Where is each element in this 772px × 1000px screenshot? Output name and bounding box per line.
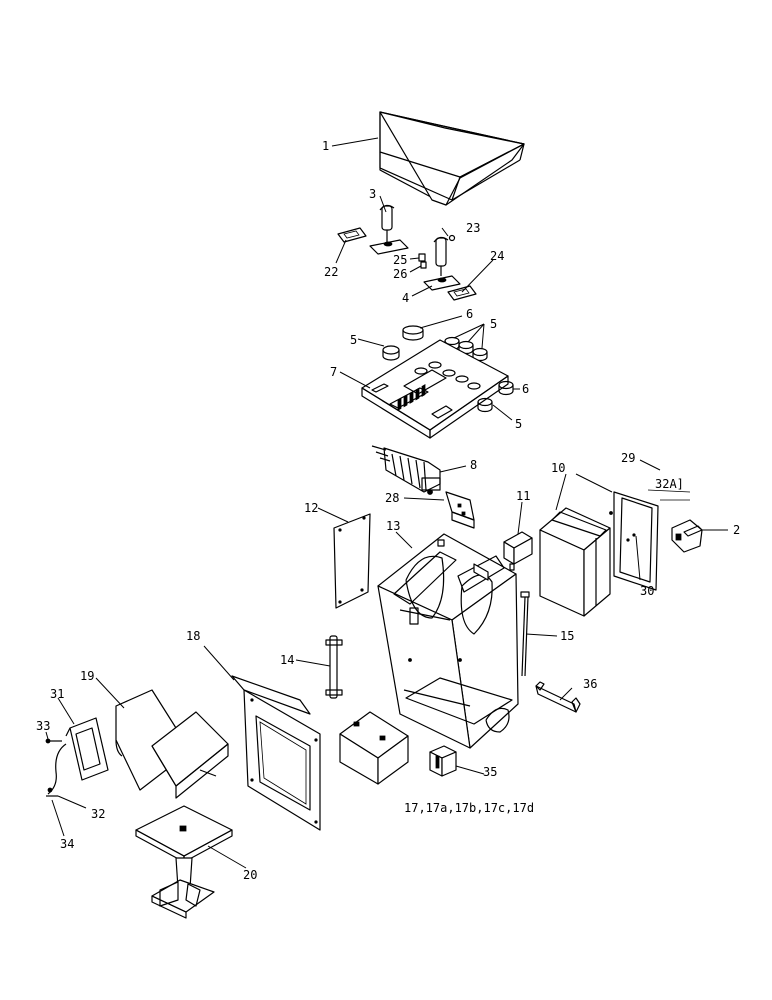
part-15-rod xyxy=(520,591,530,677)
callout-35: 35 xyxy=(483,765,497,779)
callout-22: 22 xyxy=(324,265,338,279)
part-13-console-frame xyxy=(377,533,519,749)
part-20-seat-pedestal xyxy=(135,805,233,919)
callout-12: 12 xyxy=(304,501,318,515)
callout-33: 33 xyxy=(36,719,50,733)
callout-4: 4 xyxy=(402,291,409,305)
callout-15: 15 xyxy=(560,629,574,643)
part-18-rear-panel xyxy=(231,675,321,831)
part-10-electrical-box xyxy=(539,507,611,617)
callout-13: 13 xyxy=(386,519,400,533)
callout-28: 28 xyxy=(385,491,399,505)
callout-10: 10 xyxy=(551,461,565,475)
callout-24: 24 xyxy=(490,249,504,263)
part-22-plate xyxy=(337,227,367,243)
part-8-control-valve xyxy=(371,445,441,495)
callout-29: 29 xyxy=(621,451,635,465)
callout-3: 3 xyxy=(369,187,376,201)
part-32-33-34-hardware xyxy=(45,738,67,797)
part-19-seat xyxy=(115,689,229,799)
part-4-joystick xyxy=(423,236,461,291)
callout-32: 32 xyxy=(91,807,105,821)
part-24-plate xyxy=(447,285,477,301)
callout-20: 20 xyxy=(243,868,257,882)
part-2-work-light xyxy=(671,519,703,553)
part-11-box xyxy=(503,531,533,565)
part-28-bracket xyxy=(445,491,475,529)
part-12-side-panel xyxy=(333,513,371,609)
part-23-25-26-small-parts xyxy=(418,234,456,269)
callout-26: 26 xyxy=(393,267,407,281)
callout-5-left: 5 xyxy=(350,333,357,347)
callout-labels: 1 2 3 4 5 5 5 6 6 7 8 10 11 12 13 14 15 … xyxy=(36,139,740,882)
callout-19: 19 xyxy=(80,669,94,683)
part-31-seat-frame xyxy=(65,717,109,781)
callout-14: 14 xyxy=(280,653,294,667)
part-1-top-cover xyxy=(379,111,525,206)
callout-6-upper: 6 xyxy=(466,307,473,321)
part-14-grab-handle xyxy=(325,635,343,699)
callout-18: 18 xyxy=(186,629,200,643)
part-7-instrument-panel xyxy=(361,339,509,439)
callout-5-lower: 5 xyxy=(515,417,522,431)
callout-34: 34 xyxy=(60,837,74,851)
callout-6-lower: 6 xyxy=(522,382,529,396)
leader-lines xyxy=(45,137,728,869)
callout-17: 17,17a,17b,17c,17d xyxy=(404,801,534,815)
callout-29-detail: 32A] xyxy=(655,477,684,491)
callout-11: 11 xyxy=(516,489,530,503)
callout-23: 23 xyxy=(466,221,480,235)
switch-bank xyxy=(397,383,426,411)
callout-31: 31 xyxy=(50,687,64,701)
callout-2: 2 xyxy=(733,523,740,537)
callout-5-right: 5 xyxy=(490,317,497,331)
callout-36: 36 xyxy=(583,677,597,691)
part-36-bracket xyxy=(535,681,581,713)
callout-30: 30 xyxy=(640,584,654,598)
callout-8: 8 xyxy=(470,458,477,472)
part-35-small-box xyxy=(429,745,457,777)
callout-25: 25 xyxy=(393,253,407,267)
part-17-battery xyxy=(339,711,409,785)
parts-5-6-gauges xyxy=(382,325,514,413)
callout-1: 1 xyxy=(322,139,329,153)
part-3-joystick xyxy=(369,204,409,255)
callout-7: 7 xyxy=(330,365,337,379)
